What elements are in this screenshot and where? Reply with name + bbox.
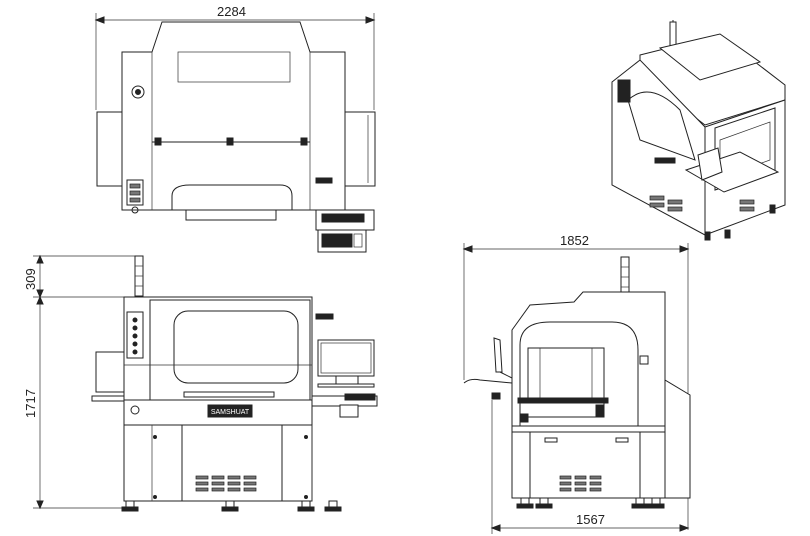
conveyor-hump <box>171 184 293 211</box>
top-label <box>315 177 333 184</box>
front-label <box>315 313 334 320</box>
left-duct <box>96 111 123 187</box>
dim-front-height: 1717 <box>23 389 38 418</box>
front-keyboard <box>317 383 375 388</box>
top-view: 2284 <box>94 4 376 253</box>
front-window <box>173 310 299 384</box>
dim-side-width: 1852 <box>560 233 589 248</box>
front-view: 309 1717 SAMSHUAT <box>23 254 378 512</box>
side-view: 1852 1567 <box>462 233 691 534</box>
iso-conveyor <box>684 151 780 193</box>
side-lower-door <box>529 431 641 499</box>
dim-side-base: 1567 <box>576 512 605 527</box>
side-monitor <box>493 337 503 373</box>
brand-plate-text: SAMSHUAT <box>211 409 250 416</box>
dim-top-width: 2284 <box>217 4 246 19</box>
iso-control-panel <box>617 79 631 103</box>
dim-front-top-height: 309 <box>23 268 38 290</box>
brand-plate <box>207 404 253 418</box>
front-knob <box>130 405 140 415</box>
side-keyboard-tray <box>463 378 513 384</box>
right-duct <box>344 111 376 187</box>
front-monitor <box>317 339 375 377</box>
dim-arrow-left <box>94 16 105 24</box>
side-gantry <box>527 347 605 399</box>
isometric-view <box>611 20 786 241</box>
top-body <box>121 21 346 211</box>
top-window <box>177 51 291 83</box>
side-vents <box>559 475 602 492</box>
side-back-extension <box>664 379 691 499</box>
side-rail <box>517 397 609 404</box>
knob <box>131 85 145 99</box>
iso-window <box>627 91 696 161</box>
iso-monitor <box>697 147 723 181</box>
front-left-extension <box>95 351 125 393</box>
iso-roof-panel <box>658 33 762 81</box>
conveyor-base <box>185 209 277 221</box>
front-vents <box>195 475 257 492</box>
dim-arrow-right <box>365 16 376 24</box>
